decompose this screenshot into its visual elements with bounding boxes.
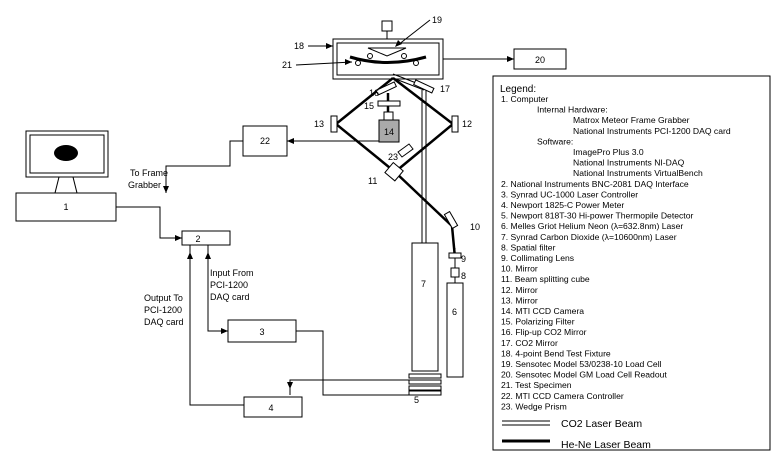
legend-line: 6. Melles Griot Helium Neon (λ=632.8nm) … <box>501 221 683 231</box>
co2-beam-key-label: CO2 Laser Beam <box>561 418 642 430</box>
wedge-prism <box>397 143 414 158</box>
power-meter-box <box>243 396 303 418</box>
camera-controller-box <box>242 125 288 157</box>
legend-line: Matrox Meteor Frame Grabber <box>573 115 690 125</box>
label-16: 16 <box>369 88 379 98</box>
annotation-to-frame-grabber-2: Grabber <box>128 180 161 190</box>
load-cell <box>381 20 393 32</box>
label-15: 15 <box>364 101 374 111</box>
label-8: 8 <box>461 271 466 281</box>
legend-box <box>492 75 771 451</box>
test-specimen <box>349 55 427 64</box>
legend-line: 22. MTI CCD Camera Controller <box>501 391 624 401</box>
spatial-filter <box>450 267 460 278</box>
label-2: 2 <box>195 234 200 244</box>
legend-line: 17. CO2 Mirror <box>501 338 558 348</box>
legend-line: 12. Mirror <box>501 285 538 295</box>
legend-line: 1. Computer <box>501 94 548 104</box>
legend-line: 4. Newport 1825-C Power Meter <box>501 200 624 210</box>
he-ne-beam-paths <box>335 77 457 259</box>
monitor <box>25 130 109 194</box>
legend-line: National Instruments PCI-1200 DAQ card <box>573 126 731 136</box>
monitor-image <box>54 145 78 161</box>
beam-key: CO2 Laser Beam He-Ne Laser Beam <box>502 418 651 451</box>
legend-line: 8. Spatial filter <box>501 242 556 252</box>
legend-line: 3. Synrad UC-1000 Laser Controller <box>501 189 638 199</box>
label-14: 14 <box>384 127 394 137</box>
ccd-camera <box>378 111 400 143</box>
mirror-13 <box>330 115 338 133</box>
legend-line: Internal Hardware: <box>537 105 608 115</box>
legend-title: Legend: <box>500 84 536 95</box>
legend-line: Software: <box>537 136 573 146</box>
label-19: 19 <box>432 15 442 25</box>
label-12: 12 <box>462 119 472 129</box>
label-17: 17 <box>440 84 450 94</box>
beam-splitting-cube <box>384 161 404 182</box>
annotation-output-to-3: DAQ card <box>144 317 184 327</box>
legend-line: 18. 4-point Bend Test Fixture <box>501 348 611 358</box>
label-20: 20 <box>535 55 545 65</box>
annotation-output-to-1: Output To <box>144 293 183 303</box>
flip-up-co2-mirror <box>375 81 397 96</box>
bend-test-fixture <box>332 20 444 80</box>
signal-wires <box>116 58 514 406</box>
co2-laser <box>411 242 439 372</box>
legend-line: ImagePro Plus 3.0 <box>573 147 644 157</box>
legend-line: 15. Polarizing Filter <box>501 317 575 327</box>
wire-arrowheads <box>163 56 514 389</box>
label-13: 13 <box>314 119 324 129</box>
co2-mirror <box>413 79 435 94</box>
mirror-12 <box>451 115 459 133</box>
thermopile-detector <box>408 373 442 396</box>
label-23: 23 <box>388 152 398 162</box>
legend-line: 13. Mirror <box>501 295 538 305</box>
label-10: 10 <box>470 222 480 232</box>
annotation-input-from-3: DAQ card <box>210 292 250 302</box>
mirror-10 <box>443 210 459 230</box>
legend-line: 23. Wedge Prism <box>501 401 567 411</box>
label-3: 3 <box>259 327 264 337</box>
annotation-input-from-2: PCI-1200 <box>210 280 248 290</box>
legend-line: National Instruments NI-DAQ <box>573 158 685 168</box>
computer-box <box>15 192 117 222</box>
annotation-input-from-1: Input From <box>210 268 254 278</box>
label-6: 6 <box>452 307 457 317</box>
legend-line: 16. Flip-up CO2 Mirror <box>501 327 587 337</box>
legend-line: 2. National Instruments BNC-2081 DAQ Int… <box>501 179 689 189</box>
label-18: 18 <box>294 41 304 51</box>
label-1: 1 <box>63 202 68 212</box>
legend-line: 5. Newport 818T-30 Hi-power Thermopile D… <box>501 211 693 221</box>
legend-line: 9. Collimating Lens <box>501 253 574 263</box>
daq-interface-box <box>181 230 231 246</box>
annotation-output-to-2: PCI-1200 <box>144 305 182 315</box>
label-21: 21 <box>282 60 292 70</box>
legend-line: 7. Synrad Carbon Dioxide (λ=10600nm) Las… <box>501 232 677 242</box>
annotation-to-frame-grabber-1: To Frame <box>130 168 168 178</box>
collimating-lens <box>448 252 462 259</box>
legend-line: 14. MTI CCD Camera <box>501 306 584 316</box>
polarizing-filter <box>377 100 401 107</box>
he-ne-beam-key-label: He-Ne Laser Beam <box>561 439 651 451</box>
legend-line: 19. Sensotec Model 53/0238-10 Load Cell <box>501 359 662 369</box>
legend-line: 10. Mirror <box>501 264 538 274</box>
label-5: 5 <box>414 395 419 405</box>
label-7: 7 <box>421 279 426 289</box>
label-22: 22 <box>260 136 270 146</box>
legend-line: National Instruments VirtualBench <box>573 168 703 178</box>
legend-line: 11. Beam splitting cube <box>501 274 590 284</box>
label-9: 9 <box>461 254 466 264</box>
he-ne-laser <box>446 282 464 378</box>
label-11: 11 <box>368 176 377 186</box>
label-4: 4 <box>268 403 273 413</box>
legend-line: 20. Sensotec Model GM Load Cell Readout <box>501 370 667 380</box>
legend-line: 21. Test Specimen <box>501 380 572 390</box>
